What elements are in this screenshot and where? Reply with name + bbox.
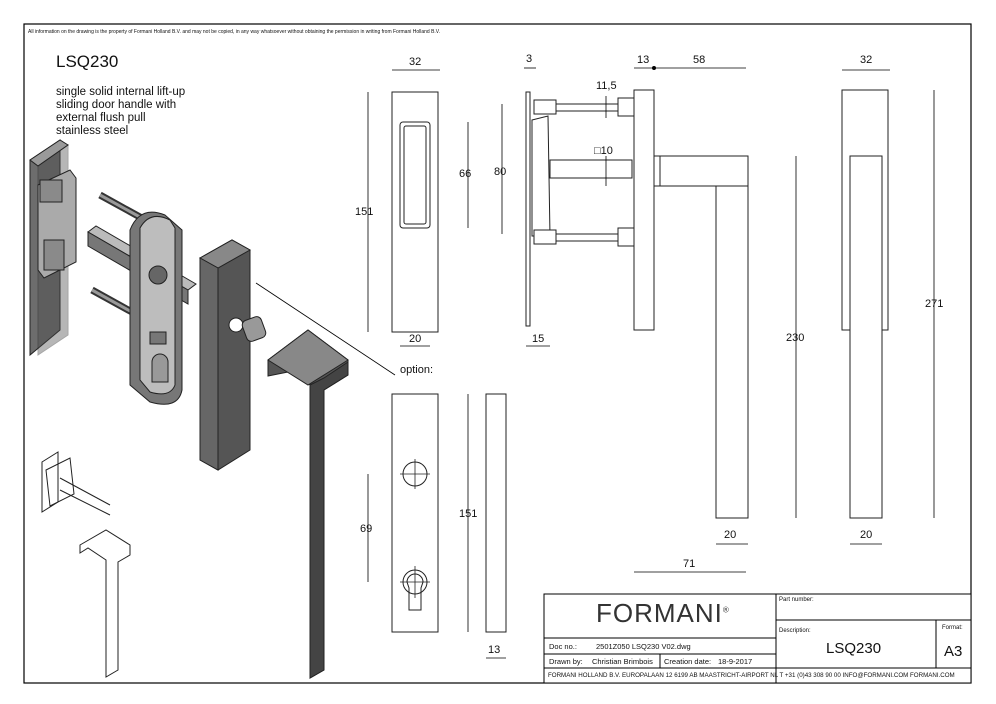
dim-spindle-offset: 11,5 [596, 80, 617, 92]
side-section-view [501, 66, 797, 573]
product-description: single solid internal lift-up sliding do… [56, 86, 185, 138]
brand-name: FORMANI [596, 598, 723, 628]
flush-pull-front-view [367, 69, 469, 347]
dim-lever-projection: 58 [693, 54, 706, 66]
dim-front-bottom: 20 [860, 529, 873, 541]
disclaimer-text: All information on the drawing is the pr… [28, 29, 441, 35]
brand-mark: ® [722, 605, 730, 615]
dim-lever-height: 230 [786, 332, 805, 344]
drawn-value: Christian Brimbois [592, 657, 653, 666]
option-label: option: [400, 364, 434, 376]
dim-rose-thickness: 13 [637, 54, 650, 66]
product-code-title: LSQ230 [56, 52, 119, 71]
footer-address: FORMANI HOLLAND B.V. EUROPALAAN 12 6199 … [548, 672, 955, 679]
lever-front-view [841, 69, 935, 545]
dim-side-bottom: 15 [532, 333, 545, 345]
dim-option-thickness: 13 [488, 644, 501, 656]
dim-option-height: 151 [459, 508, 478, 520]
dim-lever-total-depth: 71 [683, 558, 696, 570]
dim-lever-width-bottom: 20 [724, 529, 737, 541]
dim-spindle-square: □10 [594, 145, 613, 157]
part-number-label: Part number: [779, 597, 814, 603]
date-value: 18-9-2017 [718, 657, 753, 666]
doc-value: 2501Z050 LSQ230 V02.dwg [596, 642, 691, 651]
date-label: Creation date: [664, 657, 712, 666]
dim-front-width: 32 [860, 54, 873, 66]
dim-flush-width: 32 [409, 56, 422, 68]
description-line: single solid internal lift-up [56, 86, 186, 98]
dim-flush-height: 151 [355, 206, 374, 218]
option-plate-views [367, 393, 507, 659]
description-line: sliding door handle with [56, 99, 177, 111]
format-value: A3 [944, 643, 963, 660]
exploded-view-illustration [29, 139, 396, 679]
dim-flush-bottom: 20 [409, 333, 422, 345]
dim-option-cylinder: 69 [360, 523, 373, 535]
dim-front-height: 271 [925, 298, 944, 310]
doc-label: Doc no.: [549, 642, 577, 651]
drawn-label: Drawn by: [549, 657, 583, 666]
description-value: LSQ230 [826, 640, 882, 657]
dim-side-depth: 80 [494, 166, 507, 178]
brand-logo: FORMANI® [596, 598, 730, 629]
dim-flush-recess: 66 [459, 168, 472, 180]
dim-side-thickness: 3 [526, 53, 533, 65]
description-label: Description: [779, 628, 811, 634]
sheet-border [23, 23, 972, 684]
title-block-frame [543, 593, 972, 684]
format-label: Format: [942, 625, 963, 631]
description-line: stainless steel [56, 125, 129, 137]
description-line: external flush pull [56, 112, 146, 124]
